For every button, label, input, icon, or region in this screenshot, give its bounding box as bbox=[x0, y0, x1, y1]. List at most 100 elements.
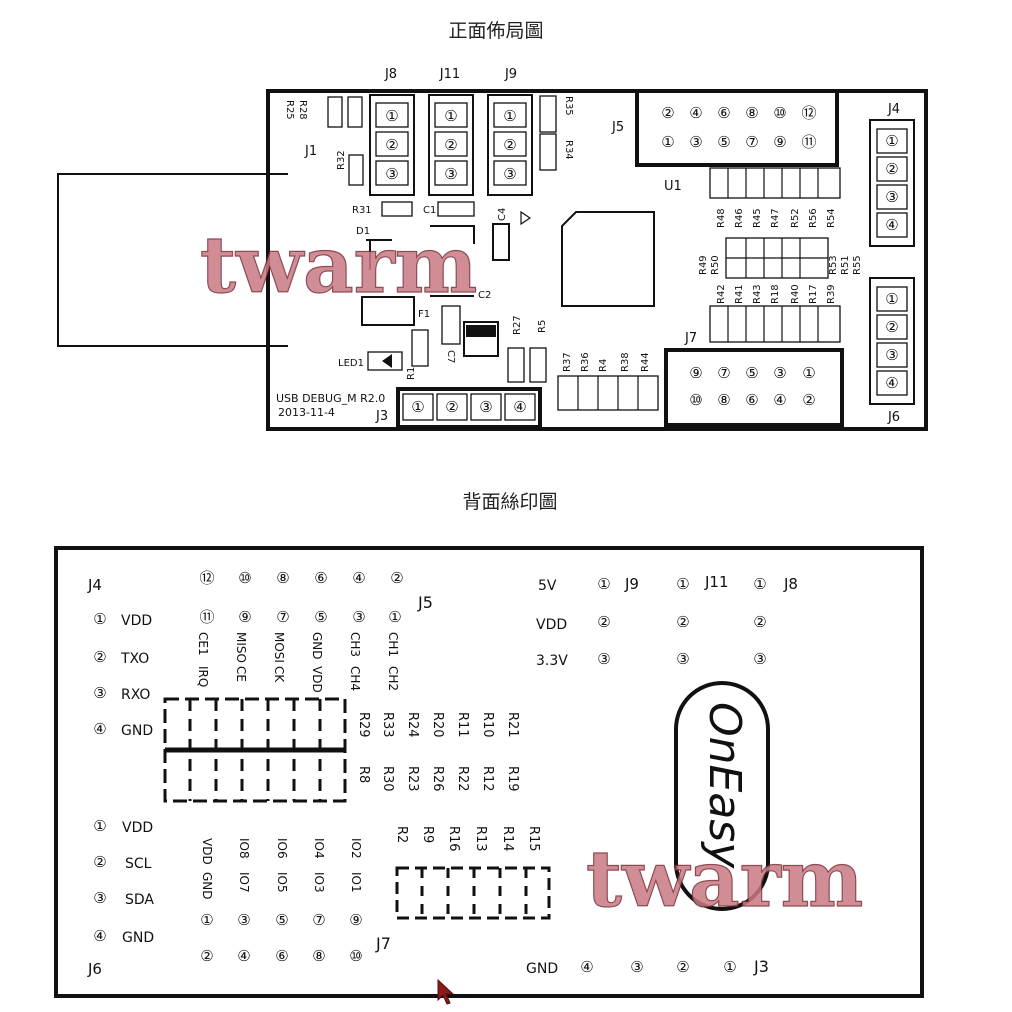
j4-label: J4 bbox=[887, 102, 900, 117]
back-j6-pin1: ① bbox=[93, 817, 106, 835]
u1-chip bbox=[561, 211, 655, 307]
c2-top bbox=[430, 225, 475, 244]
j7-pin9: ⑨ bbox=[689, 364, 702, 382]
r32-label: R32 bbox=[336, 150, 347, 170]
sig-j7-gnd: GND bbox=[200, 872, 214, 900]
r15-label: R15 bbox=[526, 826, 541, 852]
r1-label: R1 bbox=[406, 367, 417, 380]
j3-pin3: ③ bbox=[479, 398, 492, 416]
r53-label: R53 bbox=[828, 255, 839, 275]
f1-pad bbox=[361, 296, 415, 326]
j3-front-pins: ① ② ③ ④ bbox=[402, 393, 536, 421]
sig-gnd: GND bbox=[310, 632, 324, 660]
back-j6-scl: SCL bbox=[125, 856, 152, 872]
j8-pin2: ② bbox=[385, 136, 398, 154]
back-j4-label: J4 bbox=[87, 576, 102, 594]
j4-pin2: ② bbox=[885, 160, 898, 178]
back-j8-pin1: ① bbox=[753, 575, 766, 593]
back-j6-label: J6 bbox=[87, 960, 102, 978]
back-resistor-array-1 bbox=[163, 697, 347, 803]
r16-label: R16 bbox=[446, 826, 461, 852]
sig-io4: IO4 bbox=[312, 838, 326, 859]
back-j5-label: J5 bbox=[417, 593, 433, 612]
back-j7-pin7: ⑦ bbox=[312, 911, 325, 929]
back-j4-vdd: VDD bbox=[121, 613, 152, 629]
j9-pin2: ② bbox=[503, 136, 516, 154]
mouse-cursor-icon bbox=[437, 978, 455, 1005]
back-j9-label: J9 bbox=[624, 575, 639, 593]
j7-pin4: ④ bbox=[773, 391, 786, 409]
j7-front-pins: ⑨ ⑦ ⑤ ③ ① ⑩ ⑧ ⑥ ④ ② bbox=[689, 364, 815, 409]
c1-label: C1 bbox=[423, 205, 436, 216]
sig-ch4: CH4 bbox=[348, 666, 362, 691]
c2-label: C2 bbox=[478, 290, 491, 301]
resistor-labels-top: R48 R46 R45 R47 R52 R56 R54 bbox=[716, 208, 837, 228]
j3-header bbox=[396, 387, 542, 429]
back-j5-signals: CE1 MISO MOSI GND CH3 CH1 IRQ CE CK VDD … bbox=[196, 632, 400, 693]
sig-irq: IRQ bbox=[196, 666, 210, 687]
u1-label: U1 bbox=[664, 179, 682, 194]
r31-label: R31 bbox=[352, 205, 372, 216]
back-j7-pin2: ② bbox=[200, 947, 213, 965]
back-j5-pin4: ④ bbox=[352, 569, 365, 587]
resistor-labels-low: R42 R41 R43 R18 R40 R17 R39 bbox=[716, 284, 837, 304]
resistor-array-top bbox=[709, 167, 841, 199]
back-j4-pin4: ④ bbox=[93, 720, 106, 738]
back-j5-pin12: ⑫ bbox=[199, 569, 214, 587]
resistor-array-bottom bbox=[557, 375, 659, 411]
back-j8-label: J8 bbox=[783, 575, 798, 593]
front-title: 正面佈局圖 bbox=[448, 20, 543, 42]
back-j7-pin6: ⑥ bbox=[275, 947, 288, 965]
back-j4-pins: ① VDD ② TXO ③ RXO ④ GND bbox=[93, 610, 153, 739]
back-j9-pin3: ③ bbox=[597, 650, 610, 668]
j9-pin1: ① bbox=[503, 107, 516, 125]
j5-pin3: ③ bbox=[689, 133, 702, 151]
r25-label: R25 bbox=[284, 100, 295, 120]
chip-small bbox=[463, 321, 499, 357]
r36-label: R36 bbox=[580, 352, 591, 372]
r29-label: R29 bbox=[356, 712, 371, 738]
j5-pin5: ⑤ bbox=[717, 133, 730, 151]
back-j3-pins: ④ ③ ② ① bbox=[580, 958, 736, 976]
d1-label: D1 bbox=[356, 226, 370, 237]
led1-label: LED1 bbox=[338, 358, 364, 369]
led-diode-icon bbox=[382, 354, 392, 368]
r37-label: R37 bbox=[562, 352, 573, 372]
back-j7-pin8: ⑧ bbox=[312, 947, 325, 965]
j4-header: ① ② ③ ④ bbox=[869, 119, 915, 247]
back-resistor-labels-1: R29 R33 R24 R20 R11 R10 R21 R8 R30 R23 R… bbox=[356, 712, 520, 792]
r30-label: R30 bbox=[380, 766, 395, 792]
j11-header: ① ② ③ bbox=[428, 94, 474, 196]
sig-ch3: CH3 bbox=[348, 632, 362, 657]
r28-label: R28 bbox=[297, 100, 308, 120]
back-j6-pin2: ② bbox=[93, 853, 106, 871]
r42-label: R42 bbox=[716, 284, 727, 304]
sig-io7: IO7 bbox=[237, 872, 251, 893]
r55-label: R55 bbox=[852, 255, 863, 275]
r41-label: R41 bbox=[734, 284, 745, 304]
r14-label: R14 bbox=[500, 826, 515, 852]
back-j7-pins: ① ③ ⑤ ⑦ ⑨ ② ④ ⑥ ⑧ ⑩ bbox=[200, 911, 362, 965]
j5-pin2: ② bbox=[661, 104, 674, 122]
j5-pin9: ⑨ bbox=[773, 133, 786, 151]
sig-ck: CK bbox=[272, 666, 286, 683]
r20-label: R20 bbox=[430, 712, 445, 738]
watermark-back: twarm bbox=[586, 834, 863, 925]
c7-pad bbox=[441, 305, 461, 345]
chip-small-fill bbox=[466, 325, 496, 337]
j11-label: J11 bbox=[439, 67, 460, 82]
back-board-outline bbox=[54, 546, 924, 998]
back-j11-pin2: ② bbox=[676, 613, 689, 631]
sig-ch2: CH2 bbox=[386, 666, 400, 691]
r38-label: R38 bbox=[620, 352, 631, 372]
back-j4-gnd: GND bbox=[121, 723, 153, 739]
sig-io2: IO2 bbox=[349, 838, 363, 859]
r54-label: R54 bbox=[826, 208, 837, 228]
r28-pad bbox=[327, 96, 343, 128]
back-j6-pins: ① VDD ② SCL ③ SDA ④ GND bbox=[93, 817, 154, 946]
resistor-array-mid bbox=[725, 237, 829, 279]
back-jumper-pins: ① ② ③ ① ② ③ ① ② ③ bbox=[597, 575, 766, 668]
j11-pin2: ② bbox=[444, 136, 457, 154]
j7-pin6: ⑥ bbox=[745, 391, 758, 409]
